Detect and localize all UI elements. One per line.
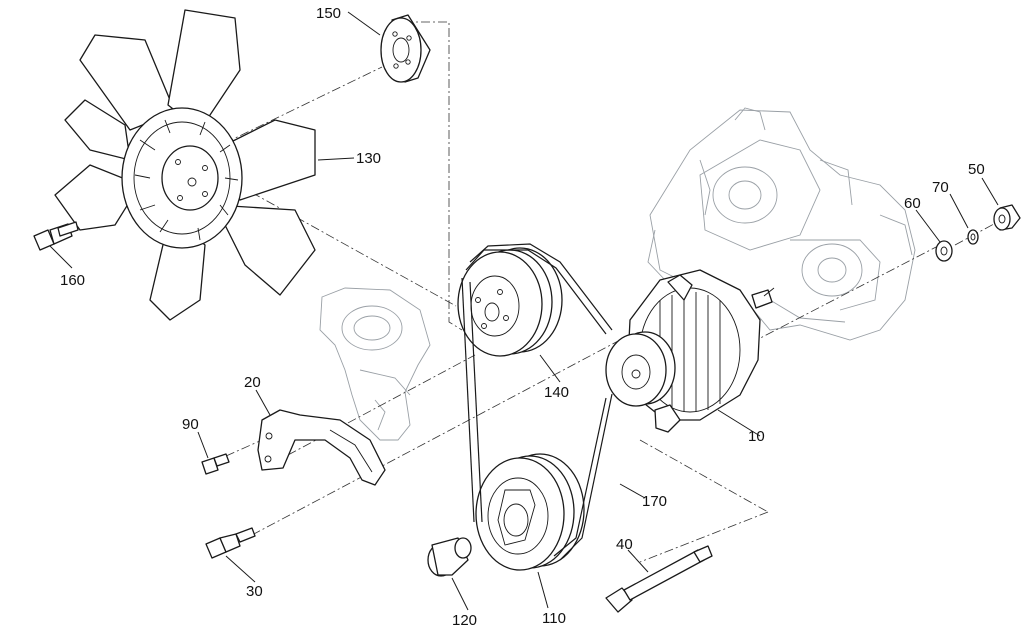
label-150: 150 [316,5,341,22]
leader-lines [49,11,999,611]
part-labels: 150 130 160 140 10 170 110 120 40 20 90 … [60,5,985,629]
label-60: 60 [904,195,921,212]
label-130: 130 [356,150,381,167]
label-140: 140 [544,384,569,401]
spring-washer [967,229,979,245]
label-40: 40 [616,536,633,553]
label-20: 20 [244,374,261,391]
label-120: 120 [452,612,477,629]
label-50: 50 [968,161,985,178]
pulley-bolt [427,537,472,577]
water-pump-pulley [457,247,563,357]
label-10: 10 [748,428,765,445]
label-160: 160 [60,272,85,289]
long-bolt [605,545,713,613]
crankshaft-pulley [475,453,585,571]
label-90: 90 [182,416,199,433]
v-belt [461,243,613,561]
adjust-bracket [257,409,386,486]
fan-spacer [380,14,431,83]
fan-bolt [33,221,79,251]
label-30: 30 [246,583,263,600]
label-70: 70 [932,179,949,196]
alternator [605,269,775,433]
nut [993,204,1021,231]
mount-bolt [205,527,256,559]
washer [935,240,953,262]
label-110: 110 [542,610,566,627]
cooling-fan [54,9,316,321]
bracket-bolt [201,453,230,475]
water-pump-ghost [319,287,431,441]
label-170: 170 [642,493,667,510]
